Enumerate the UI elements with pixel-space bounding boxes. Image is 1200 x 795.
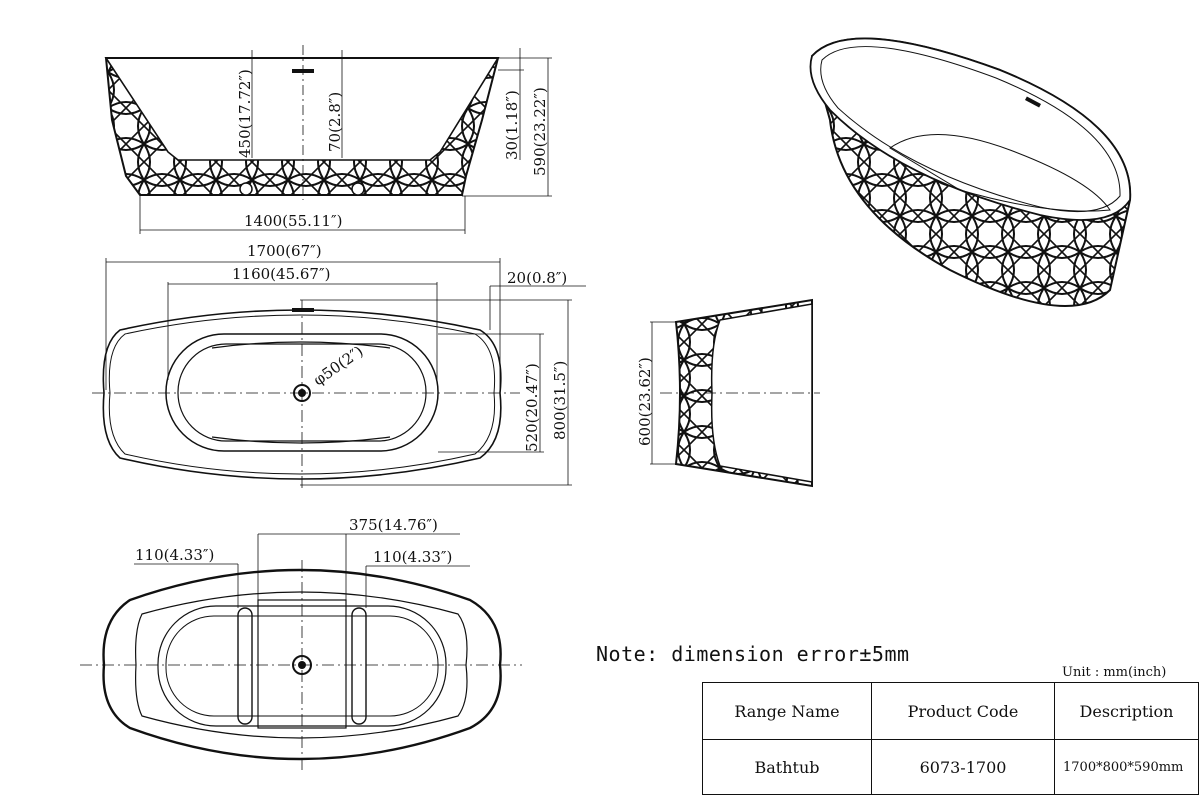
header-range-name: Range Name: [702, 682, 872, 740]
dim-height-590: 590(23.22″): [531, 87, 549, 176]
dim-foot-left-110: 110(4.33″): [135, 546, 214, 564]
dim-height-600: 600(23.62″): [636, 357, 654, 446]
cell-range-name: Bathtub: [702, 739, 872, 795]
dim-base-1400: 1400(55.11″): [244, 212, 342, 230]
spec-table: Range Name Product Code Description Bath…: [702, 682, 1199, 795]
dim-length-1700: 1700(67″): [247, 242, 322, 260]
dim-width-800: 800(31.5″): [551, 361, 569, 440]
unit-label: Unit : mm(inch): [1062, 665, 1167, 680]
dim-spacing-375: 375(14.76″): [349, 516, 438, 534]
dim-drain-50: φ50(2″): [310, 342, 367, 389]
header-product-code: Product Code: [871, 682, 1055, 740]
top-view: 1700(67″) 1160(45.67″) 20(0.8″) φ50(2″) …: [92, 242, 586, 492]
dim-offset-20: 20(0.8″): [507, 269, 567, 287]
cell-product-code: 6073-1700: [871, 739, 1055, 795]
dim-height-450: 450(17.72″): [236, 69, 254, 158]
end-view: 600(23.62″): [636, 298, 820, 488]
side-view: 450(17.72″) 70(2.8″) 30(1.18″) 590(23.22…: [104, 45, 552, 234]
dim-width-520: 520(20.47″): [523, 363, 541, 452]
perspective-view: [809, 37, 1132, 307]
spec-table-header: Range Name Product Code Description: [702, 682, 1199, 740]
dimension-note: Note: dimension error±5mm: [596, 642, 910, 666]
dim-foot-right-110: 110(4.33″): [373, 548, 452, 566]
cell-description: 1700*800*590mm: [1054, 739, 1199, 795]
dim-rim-30: 30(1.18″): [503, 90, 521, 160]
table-row: Bathtub 6073-1700 1700*800*590mm: [702, 739, 1199, 795]
header-description: Description: [1054, 682, 1199, 740]
bottom-view: 375(14.76″) 110(4.33″) 110(4.33″): [80, 516, 522, 770]
dim-inner-1160: 1160(45.67″): [232, 265, 330, 283]
dim-overflow-70: 70(2.8″): [326, 92, 344, 152]
